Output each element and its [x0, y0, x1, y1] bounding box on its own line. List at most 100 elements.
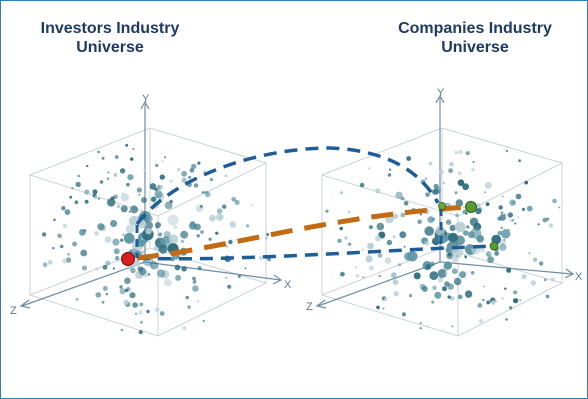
scatter-dot	[219, 214, 224, 219]
scatter-dot	[138, 193, 141, 196]
investors-x-axis	[144, 261, 281, 281]
scatter-dot	[95, 292, 102, 298]
scatter-dot	[215, 231, 219, 235]
scatter-dot	[362, 276, 365, 279]
scatter-dot	[428, 161, 433, 166]
scatter-dot	[457, 294, 463, 300]
scatter-dot	[161, 160, 164, 163]
scatter-dot	[244, 267, 247, 270]
scatter-dot	[105, 292, 109, 296]
scatter-dot	[486, 300, 491, 305]
scatter-dot	[141, 197, 147, 203]
scatter-dot	[130, 205, 139, 214]
scatter-dot	[154, 190, 163, 199]
scatter-dot	[403, 245, 406, 248]
scatter-dot	[102, 286, 108, 291]
scatter-dot	[101, 300, 105, 304]
scatter-dot	[419, 322, 422, 325]
scatter-dot	[389, 168, 392, 171]
scatter-dot	[392, 279, 399, 285]
scatter-dot	[542, 217, 548, 223]
scatter-dot	[550, 277, 555, 282]
scatter-dot	[449, 296, 455, 301]
scatter-dot	[471, 168, 475, 172]
scatter-dot	[155, 226, 159, 229]
scatter-dot	[453, 277, 462, 286]
scatter-dot	[494, 251, 500, 256]
scatter-dot	[139, 302, 144, 307]
scatter-dot	[138, 267, 147, 276]
scatter-dot	[375, 235, 381, 242]
scatter-dot	[537, 223, 540, 226]
scatter-dot	[112, 238, 120, 246]
scatter-dot	[526, 205, 533, 212]
scatter-dot	[365, 255, 373, 263]
scatter-dot	[84, 199, 89, 204]
scatter-dot	[499, 214, 506, 221]
scatter-dot	[459, 271, 467, 279]
scatter-dot	[113, 173, 118, 177]
scatter-dot	[192, 285, 199, 292]
scatter-dot	[451, 325, 454, 328]
scatter-dot	[392, 213, 399, 220]
scatter-dot	[455, 213, 459, 218]
investors-title-line2: Universe	[76, 39, 144, 56]
scatter-dot	[376, 305, 380, 310]
scatter-dot	[145, 214, 153, 223]
scatter-dot	[197, 300, 200, 303]
blue-dashed-link-upper	[135, 146, 440, 226]
scatter-dot	[130, 157, 134, 161]
companies-title-line2: Universe	[441, 39, 509, 56]
scatter-dot	[167, 214, 179, 226]
scatter-dot	[84, 189, 90, 195]
scatter-dot	[102, 264, 108, 270]
investors-title-line1: Investors Industry	[40, 20, 180, 37]
scatter-dot	[159, 174, 165, 180]
scatter-dot	[434, 291, 442, 299]
scatter-dot	[154, 307, 160, 313]
scatter-dot	[180, 239, 184, 243]
scatter-dot	[159, 185, 164, 189]
scatter-dot	[133, 260, 141, 267]
scatter-dot	[400, 196, 405, 201]
scatter-dot	[519, 299, 522, 302]
scatter-dot	[544, 278, 547, 282]
scatter-dot	[173, 225, 178, 230]
scatter-dot	[458, 149, 463, 155]
scatter-dot	[348, 211, 351, 214]
scatter-dot	[368, 167, 371, 170]
scatter-dot	[431, 217, 436, 222]
scatter-dot	[390, 272, 397, 279]
scatter-dot	[395, 191, 403, 199]
scatter-dot	[339, 226, 343, 231]
scatter-dot	[57, 233, 62, 239]
scatter-dot	[439, 169, 444, 174]
scatter-dot	[499, 243, 507, 251]
scatter-dot	[132, 302, 138, 308]
scatter-dot	[447, 295, 451, 299]
scatter-dot	[506, 267, 512, 273]
scatter-dot	[340, 191, 343, 195]
scatter-dot	[392, 235, 396, 239]
scatter-dot	[77, 174, 81, 178]
scatter-dot	[387, 173, 392, 177]
scatter-dot	[497, 230, 503, 236]
scatter-dot	[425, 192, 430, 197]
scatter-dot	[355, 273, 360, 278]
scatter-dot	[362, 248, 364, 251]
companies-title-line1: Companies Industry	[398, 20, 552, 37]
scatter-dot	[511, 200, 516, 205]
scatter-dot	[82, 265, 87, 271]
scatter-dot	[359, 182, 365, 188]
scatter-dot	[403, 201, 409, 206]
links	[135, 146, 496, 261]
orange-dashed-link	[136, 204, 471, 261]
scatter-dot	[500, 211, 504, 214]
scatter-dot	[75, 297, 79, 301]
scatter-dot	[462, 205, 465, 209]
scatter-dot	[433, 183, 439, 189]
scatter-dot	[225, 276, 228, 279]
scatter-dot	[125, 224, 135, 234]
scatter-dot	[437, 277, 444, 283]
scatter-dot	[442, 181, 446, 185]
